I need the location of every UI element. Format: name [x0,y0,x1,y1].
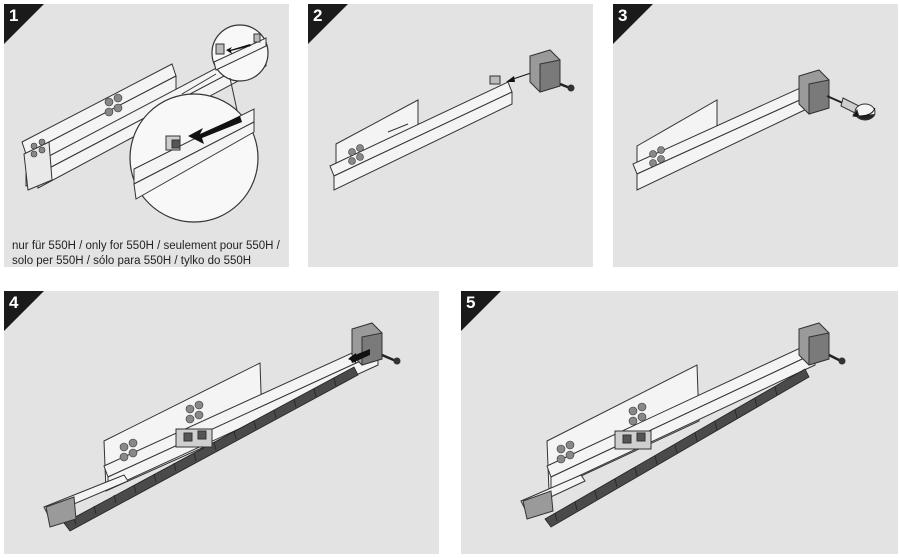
step-1-number: 1 [9,6,19,25]
step-2-panel: 2 [308,4,593,267]
step-1-caption: nur für 550H / only for 550H / seulement… [12,239,280,267]
step-3-panel: 3 [613,4,898,267]
step-1-badge: 1 [4,4,48,48]
step-5-number: 5 [466,293,476,312]
step-5-badge: 5 [461,291,505,335]
step-1-panel: 1 nur für 550H / only for 550H / seuleme… [4,4,289,267]
step-5-illustration [520,322,846,528]
caption-line-2: solo per 550H / sólo para 550H / tylko d… [12,254,252,267]
step-4-illustration [43,322,401,532]
step-2-badge: 2 [308,4,352,48]
step-3-badge: 3 [613,4,657,48]
step-2-number: 2 [313,6,323,25]
step-4-badge: 4 [4,291,48,335]
step-3-illustration [632,69,876,191]
step-1-illustration [21,24,269,223]
step-2-illustration [329,49,575,191]
step-4-number: 4 [9,293,19,312]
caption-line-1: nur für 550H / only for 550H / seulement… [12,240,280,252]
step-3-number: 3 [618,6,628,25]
step-5-panel: 5 [461,291,898,554]
step-4-panel: 4 [4,291,439,554]
